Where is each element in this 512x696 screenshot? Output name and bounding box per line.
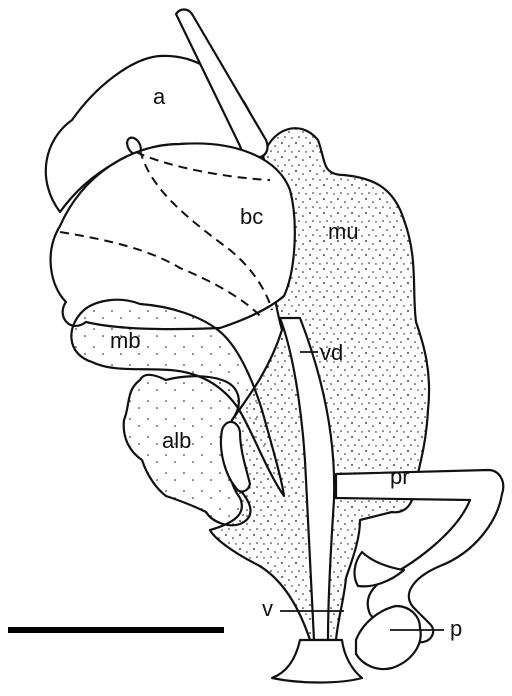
label-mb: mb — [110, 330, 141, 352]
scale-bar — [8, 627, 224, 633]
label-vd: vd — [320, 342, 343, 364]
label-p: p — [450, 618, 462, 640]
penis-retractor — [336, 470, 503, 642]
label-pr: pr — [390, 466, 410, 488]
vagina-base — [272, 606, 421, 683]
label-mu: mu — [328, 221, 359, 243]
label-a: a — [153, 86, 165, 108]
label-v: v — [262, 598, 273, 620]
label-bc: bc — [240, 206, 263, 228]
label-alb: alb — [162, 430, 191, 452]
